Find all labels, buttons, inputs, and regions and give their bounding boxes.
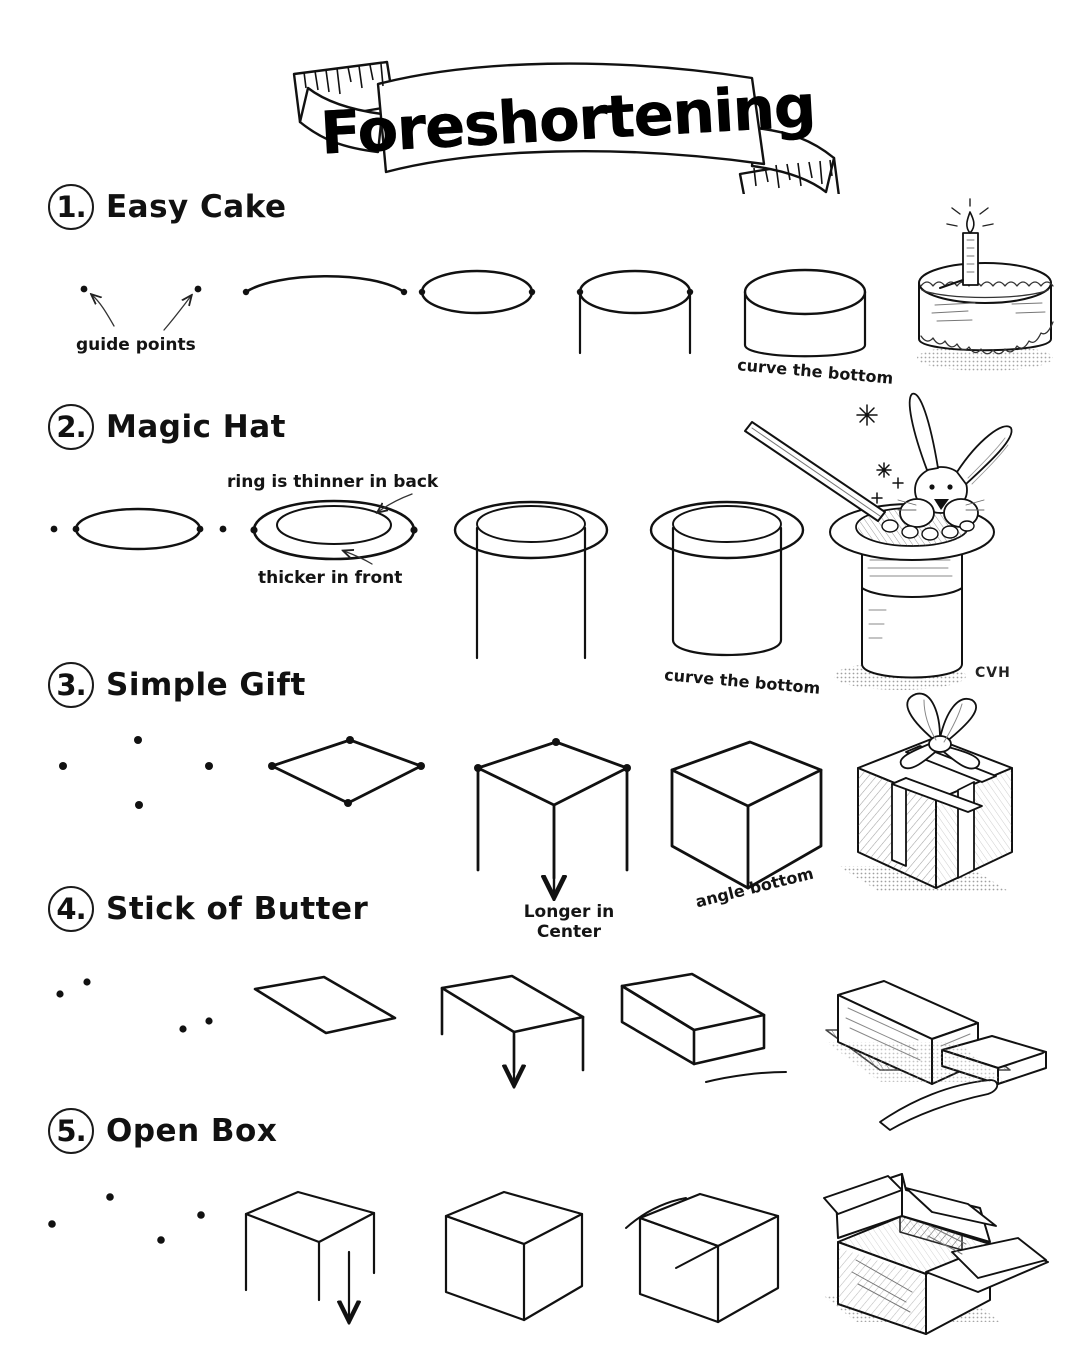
cake-stage-cylinder: [743, 268, 867, 358]
openbox-stage-flaps: [625, 1192, 780, 1324]
ring-thinner-back-label: ring is thinner in back: [227, 472, 439, 492]
step-number-4: 4.: [48, 886, 94, 932]
cake-finished-illustration: [917, 198, 1054, 371]
butter-finished-illustration: [825, 980, 1047, 1131]
gift-stage-verticals: [474, 738, 631, 880]
cake-stage-ellipse: [418, 269, 536, 315]
hat-stage-ellipse: [72, 507, 204, 551]
hat-stage-brim-ring: [250, 499, 418, 561]
step-title-1: Easy Cake: [106, 189, 287, 225]
step-number-3: 3.: [48, 662, 94, 708]
step-title-2: Magic Hat: [106, 409, 286, 445]
openbox-guide-points: [48, 1193, 205, 1244]
longer-in-center-label: Longer in Center: [509, 902, 629, 942]
cake-guide-points: [80, 285, 202, 293]
ring-thinner-arrow: [378, 493, 413, 512]
center-text: Center: [536, 922, 602, 942]
butter-guide-points: [56, 978, 213, 1033]
gift-finished-illustration: [838, 692, 1013, 892]
openbox-stage-box: [444, 1190, 584, 1322]
step-number-5: 5.: [48, 1108, 94, 1154]
cake-stage-arc: [242, 274, 408, 296]
guide-points-label: guide points: [76, 335, 196, 355]
title-banner: Foreshortening: [282, 44, 852, 218]
step-heading-1: 1. Easy Cake: [48, 184, 287, 230]
step-number-2: 2.: [48, 404, 94, 450]
step-number-1: 1.: [48, 184, 94, 230]
curve-the-bottom-label-2: curve the bottom: [663, 665, 822, 698]
step-heading-5: 5. Open Box: [48, 1108, 277, 1154]
step-heading-2: 2. Magic Hat: [48, 404, 286, 450]
step-title-4: Stick of Butter: [106, 891, 369, 927]
artist-signature: CVH: [975, 665, 1011, 681]
openbox-finished-illustration: [823, 1173, 1049, 1335]
gift-guide-points: [59, 736, 213, 809]
butter-curve-hint: [705, 1071, 787, 1083]
openbox-stage-top: [244, 1190, 376, 1302]
cake-stage-sides: [576, 269, 694, 355]
angle-bottom-label: angle bottom: [693, 863, 816, 912]
hat-guide-points: [50, 525, 227, 533]
gift-stage-diamond: [268, 736, 425, 807]
hat-stage-sides: [453, 500, 609, 660]
thicker-front-arrow: [344, 551, 373, 565]
butter-stage-solid: [620, 972, 766, 1066]
curve-the-bottom-label-1: curve the bottom: [736, 355, 895, 388]
step-title-3: Simple Gift: [106, 667, 306, 703]
guide-points-arrows: [92, 295, 191, 331]
step-heading-3: 3. Simple Gift: [48, 662, 306, 708]
butter-stage-flat: [253, 975, 397, 1035]
butter-stage-verticals: [440, 974, 585, 1074]
thicker-in-front-label: thicker in front: [258, 568, 403, 588]
step-heading-4: 4. Stick of Butter: [48, 886, 368, 932]
longer-in-text: Longer in: [523, 902, 615, 922]
magic-hat-finished-illustration: [744, 392, 1013, 690]
step-title-5: Open Box: [106, 1113, 278, 1149]
banner-ribbon-icon: [292, 60, 842, 218]
hat-stage-cylinder: [649, 500, 805, 657]
